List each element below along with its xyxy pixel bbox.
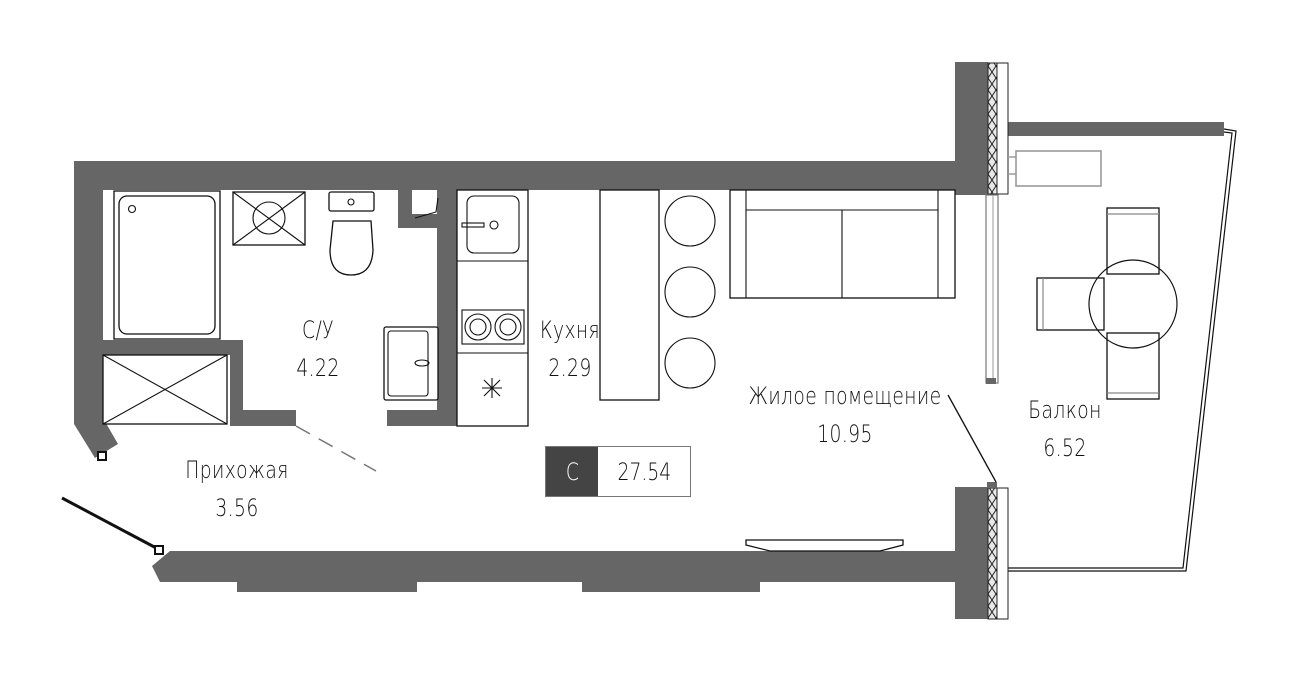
insulation: [987, 62, 1009, 620]
room-name: Кухня: [539, 316, 601, 344]
room-name: С/У: [302, 316, 334, 344]
room-name: Балкон: [1028, 396, 1102, 424]
shaft-icon: [414, 197, 439, 219]
label-leader-line: [947, 394, 997, 483]
room-area: 6.52: [1043, 434, 1087, 462]
washing-machine-icon: [232, 191, 306, 246]
room-label-kitchen: Кухня 2.29: [531, 318, 609, 380]
walls: [74, 62, 1224, 619]
total-area: 27.54: [617, 457, 671, 486]
wardrobe-icon: [102, 354, 228, 425]
sofa-icon: [729, 189, 956, 299]
room-label-hallway: Прихожая 3.56: [179, 458, 296, 520]
room-name: Прихожая: [185, 456, 289, 484]
total-area-badge: С 27.54: [545, 446, 691, 497]
balcony-chair-icon: [1036, 207, 1160, 400]
balcony-railing: [1008, 128, 1237, 572]
apartment-type-badge: С: [546, 447, 598, 496]
balcony-shelf-icon: [1008, 150, 1102, 187]
room-area: 10.95: [817, 420, 873, 448]
room-area: 3.56: [215, 494, 259, 522]
room-label-living: Жилое помещение 10.95: [740, 384, 951, 446]
room-area: 4.22: [296, 354, 340, 382]
toilet-icon: [328, 191, 375, 276]
radiator-icon: [745, 539, 904, 552]
bathroom-sink-icon: [383, 326, 439, 401]
stove-icon: [461, 309, 525, 345]
bar-counter-icon: [599, 189, 660, 401]
entrance-door-icon: [61, 451, 164, 555]
total-area-value: 27.54: [598, 447, 690, 496]
balcony-table-icon: [1088, 259, 1178, 349]
room-name: Жилое помещение: [748, 382, 942, 410]
bathtub-icon: [113, 190, 221, 340]
door-swing-line: [295, 425, 377, 472]
room-label-balcony: Балкон 6.52: [1022, 398, 1108, 460]
apartment-type: С: [565, 457, 579, 486]
room-area: 2.29: [548, 354, 592, 382]
room-label-bathroom: С/У 4.22: [287, 318, 349, 380]
kitchen-sink-icon: [461, 195, 520, 254]
balcony-door-icon: [985, 194, 999, 488]
bar-stool-icon: [664, 195, 716, 389]
fridge-icon: [482, 378, 502, 398]
